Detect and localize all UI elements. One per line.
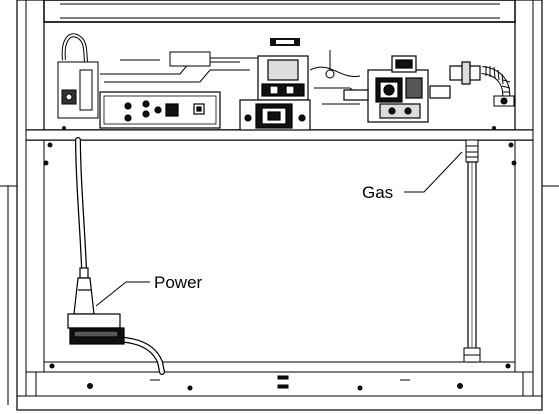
valve-pipe (449, 61, 481, 85)
ignition-module (239, 99, 311, 131)
gas-pipe (463, 139, 481, 363)
gas-callout: Gas (362, 151, 463, 202)
power-plug (67, 267, 125, 345)
power-label: Power (154, 273, 203, 292)
middle-wiring (309, 50, 361, 105)
blower-motor (257, 55, 309, 101)
control-board (99, 91, 221, 129)
gas-valve (343, 55, 451, 123)
left-bracket (57, 61, 99, 119)
flex-connector (481, 66, 515, 107)
power-callout: Power (95, 273, 203, 307)
control-wiring (100, 51, 260, 83)
wall-lines (0, 185, 559, 405)
lower-cabinet (26, 140, 533, 397)
gas-label: Gas (362, 183, 393, 202)
base-details (49, 363, 511, 391)
top-frame (43, 0, 516, 46)
